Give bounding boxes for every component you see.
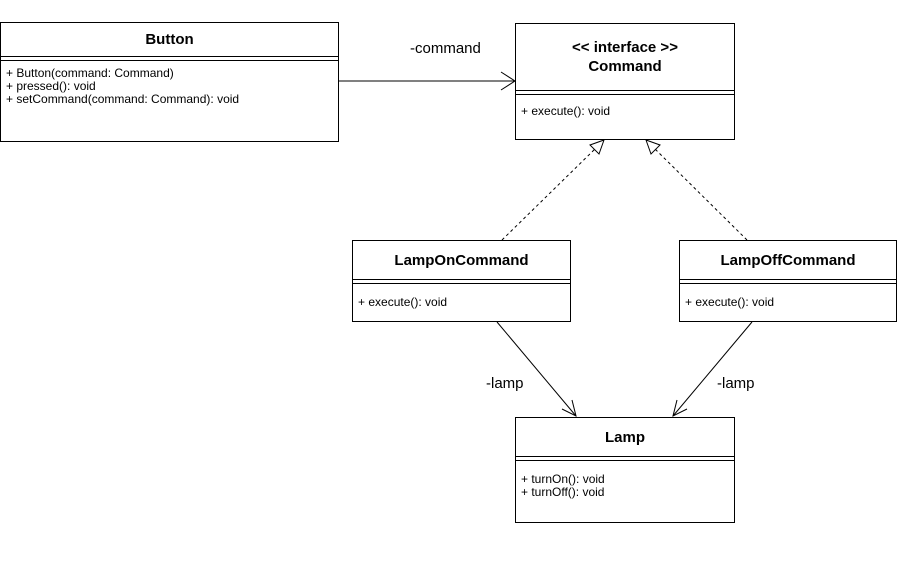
class-lamp[interactable]: Lamp + turnOn(): void + turnOff(): void (515, 417, 735, 523)
method: + turnOn(): void (521, 472, 605, 486)
method: + Button(command: Command) (6, 66, 174, 80)
class-lamp-on-command[interactable]: LampOnCommand + execute(): void (352, 240, 571, 322)
lampoff-lamp-edge (672, 321, 753, 417)
class-button[interactable]: Button + Button(command: Command) + pres… (0, 22, 339, 142)
edge-label-command: -command (410, 40, 481, 57)
class-button-methods: + Button(command: Command) + pressed(): … (1, 61, 338, 106)
edge-label-lamp-on: -lamp (486, 375, 524, 392)
method: + pressed(): void (6, 79, 96, 93)
lampoff-command-arrowhead (645, 139, 661, 155)
class-lamp-on-command-name: LampOnCommand (353, 241, 570, 279)
class-lamp-off-command-name: LampOffCommand (680, 241, 896, 279)
class-lamp-off-command[interactable]: LampOffCommand + execute(): void (679, 240, 897, 322)
lampon-command-edge (501, 146, 598, 241)
class-command-stereotype: << interface >> (572, 39, 678, 56)
class-command[interactable]: << interface >> Command + execute(): voi… (515, 23, 735, 140)
class-command-name: << interface >> Command (516, 24, 734, 90)
class-lamp-title: Lamp (604, 428, 645, 446)
lampon-command-arrowhead (589, 139, 605, 155)
method: + execute(): void (685, 295, 775, 309)
method: + execute(): void (358, 295, 448, 309)
method: + execute(): void (521, 104, 611, 118)
method: + turnOff(): void (521, 485, 605, 499)
edge-label-lamp-off: -lamp (717, 375, 755, 392)
class-button-name: Button (1, 23, 338, 56)
class-lamp-off-command-title: LampOffCommand (720, 251, 856, 269)
class-command-methods: + execute(): void (516, 95, 734, 118)
class-lamp-on-command-methods: + execute(): void (353, 284, 570, 309)
lampoff-lamp-arrowhead (672, 399, 688, 417)
lampon-lamp-edge (496, 321, 577, 417)
class-lamp-off-command-methods: + execute(): void (680, 284, 896, 309)
class-lamp-separator (516, 456, 734, 461)
class-lamp-name: Lamp (516, 418, 734, 456)
class-lamp-off-command-separator (680, 279, 896, 284)
class-lamp-on-command-separator (353, 279, 570, 284)
lampoff-command-edge (652, 146, 748, 241)
method: + setCommand(command: Command): void (6, 92, 240, 106)
class-lamp-on-command-title: LampOnCommand (394, 251, 529, 269)
class-command-title: Command (588, 58, 662, 75)
lampon-lamp-arrowhead (561, 399, 577, 417)
class-lamp-methods: + turnOn(): void + turnOff(): void (516, 461, 734, 499)
class-command-separator (516, 90, 734, 95)
class-button-title: Button (145, 31, 194, 48)
class-button-separator (1, 56, 338, 61)
